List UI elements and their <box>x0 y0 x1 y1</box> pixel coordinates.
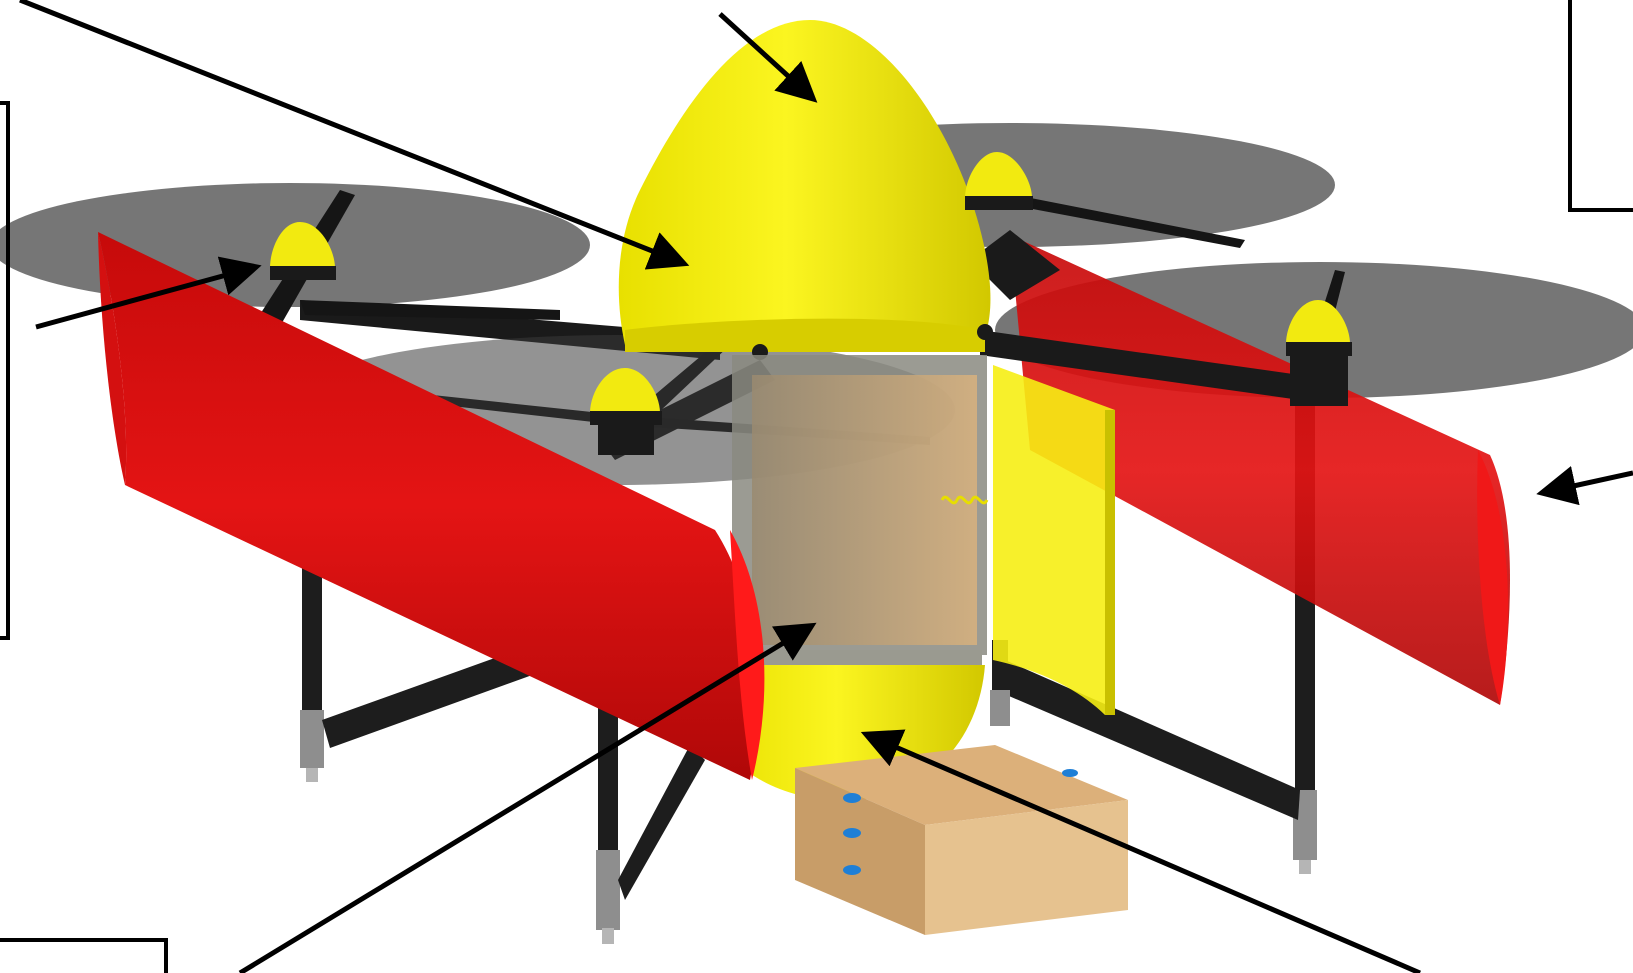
leg-front-center-foot <box>596 850 620 930</box>
parcel-clip-2 <box>843 828 861 838</box>
leg-front-center <box>598 700 618 860</box>
parcel-clip-1 <box>843 793 861 803</box>
pod-door-edge <box>1105 410 1115 715</box>
leg-front-center-pin <box>602 928 614 944</box>
parcel-clip-4 <box>1062 769 1078 777</box>
parcel-clip-3 <box>843 865 861 875</box>
label-box-left <box>0 103 8 638</box>
leg-back-left-pin <box>306 768 318 782</box>
leg-back-left-foot <box>300 710 324 768</box>
leg-right-pin <box>1299 860 1311 874</box>
pod-bolt-right <box>977 324 993 340</box>
label-box-bottom-left <box>0 940 166 973</box>
brace-front-center <box>618 745 705 900</box>
leader-right-wing <box>1546 473 1633 492</box>
pod-upper-shell <box>619 20 991 345</box>
cargo-bay-interior <box>752 375 977 645</box>
pod-door <box>993 365 1115 715</box>
cargo-bay <box>732 355 987 670</box>
leg-mid-foot <box>990 690 1010 726</box>
leader-bottom-left <box>240 628 808 973</box>
leg-back-left <box>302 560 322 720</box>
label-box-top-right <box>1570 0 1633 210</box>
